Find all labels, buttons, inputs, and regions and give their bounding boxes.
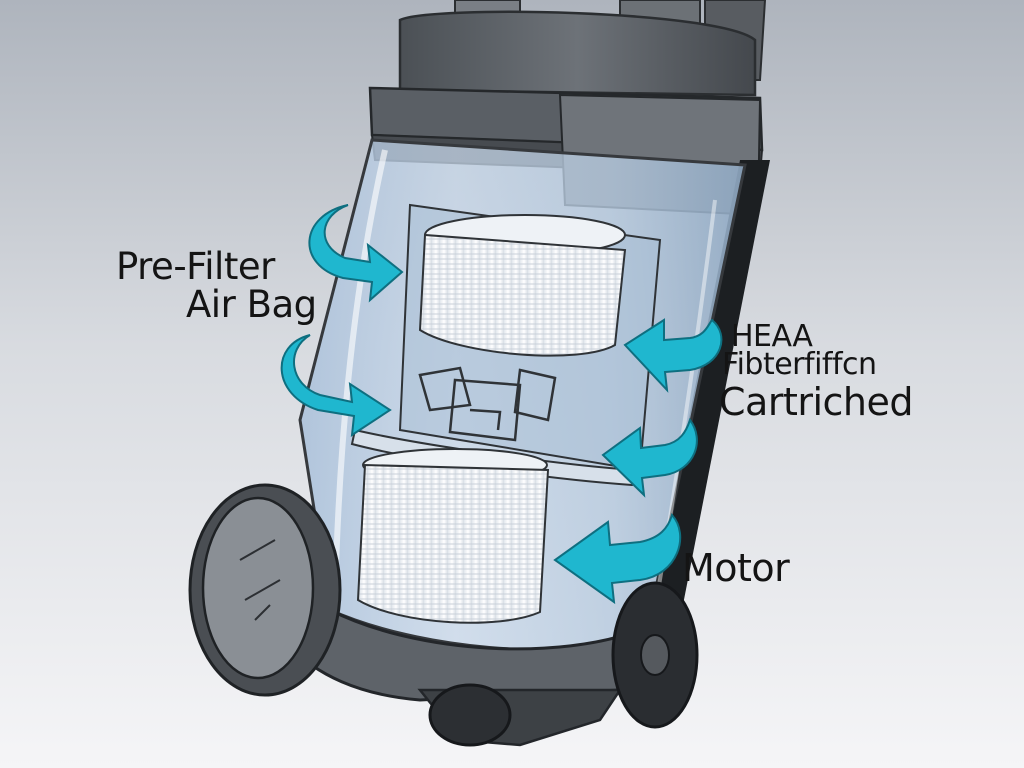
arrow-hepa-lower <box>601 417 698 498</box>
front-caster <box>428 683 512 747</box>
arrow-prefilter-mid <box>280 334 392 437</box>
arrow-motor <box>553 513 682 605</box>
label-pre-filter-line1: Pre-Filter <box>116 245 275 288</box>
left-wheel <box>188 483 342 697</box>
right-wheel <box>611 581 699 729</box>
label-motor: Motor <box>682 546 790 590</box>
label-hepa-line1: HEAA <box>731 319 813 354</box>
motor-mount <box>418 366 557 442</box>
upper-filter <box>418 214 627 357</box>
arrow-prefilter-top <box>308 204 404 303</box>
label-hepa-line3: Cartriched <box>719 380 914 424</box>
arrow-hepa-upper <box>623 318 723 393</box>
rear-panel <box>650 160 770 620</box>
label-pre-filter-line2: Air Bag <box>186 283 317 326</box>
lower-filter <box>356 448 550 624</box>
handle-top <box>398 0 767 97</box>
airflow-arrows <box>280 204 723 605</box>
label-hepa-line2: Fibterfiffcn <box>722 347 877 382</box>
